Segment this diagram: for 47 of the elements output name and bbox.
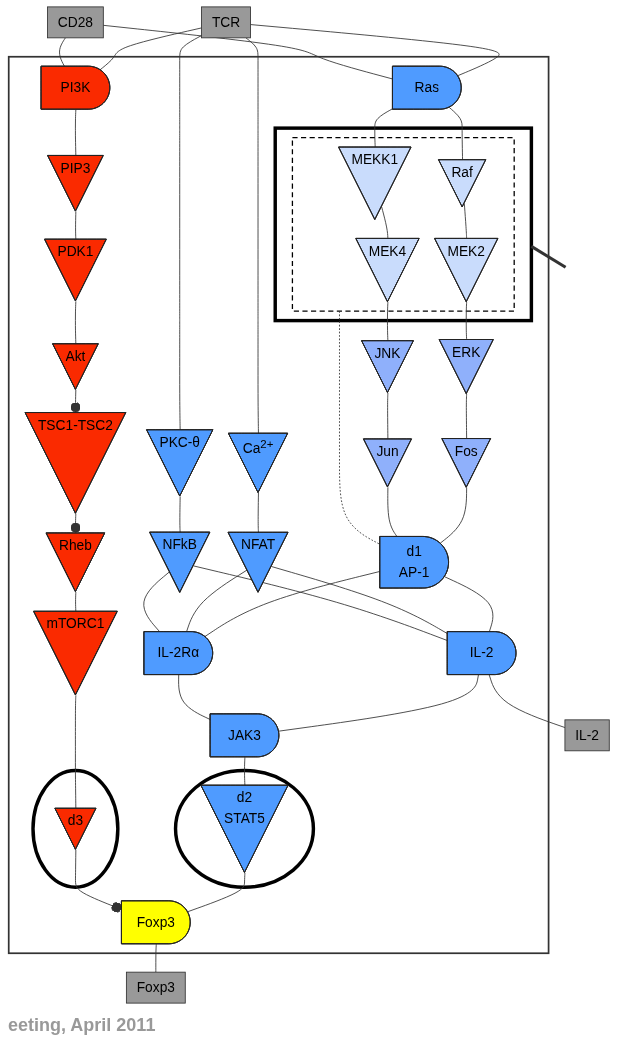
connector <box>381 206 389 240</box>
connector <box>99 27 202 71</box>
connector <box>155 943 157 973</box>
connector <box>179 496 181 533</box>
node-box: IL-2 <box>564 719 610 752</box>
cluster <box>291 136 515 312</box>
connector <box>193 565 449 642</box>
connector <box>374 108 394 148</box>
connector <box>244 756 246 787</box>
footer-text: eeting, April 2011 <box>8 1014 156 1036</box>
connector <box>387 486 398 538</box>
connector <box>250 24 500 77</box>
connector <box>186 569 248 633</box>
connector <box>278 674 479 732</box>
connector <box>75 211 77 241</box>
connector <box>143 571 171 633</box>
connector <box>178 674 211 721</box>
connector <box>387 392 389 440</box>
connector <box>75 694 77 810</box>
connector <box>102 24 394 80</box>
cluster <box>273 126 534 323</box>
connector <box>530 245 567 269</box>
connector <box>463 203 468 240</box>
connector <box>444 576 494 633</box>
connector <box>187 872 246 913</box>
node-box: TCR <box>201 6 251 39</box>
connector <box>245 37 259 435</box>
node-box: CD28 <box>47 6 104 39</box>
cluster <box>173 768 316 889</box>
connector <box>271 566 449 635</box>
cluster <box>31 768 120 889</box>
connector <box>257 492 259 534</box>
connector <box>179 35 202 431</box>
connector <box>59 37 66 68</box>
cluster <box>7 55 550 955</box>
connector <box>439 487 468 544</box>
connector <box>204 570 381 637</box>
connector <box>465 301 468 341</box>
connector <box>75 109 77 157</box>
connector <box>75 591 77 613</box>
connector <box>448 107 463 161</box>
connector <box>488 674 566 728</box>
connector <box>387 301 389 342</box>
node-box: Foxp3 <box>125 971 186 1004</box>
connector <box>339 310 381 545</box>
connector <box>465 393 468 440</box>
connector <box>75 300 77 345</box>
